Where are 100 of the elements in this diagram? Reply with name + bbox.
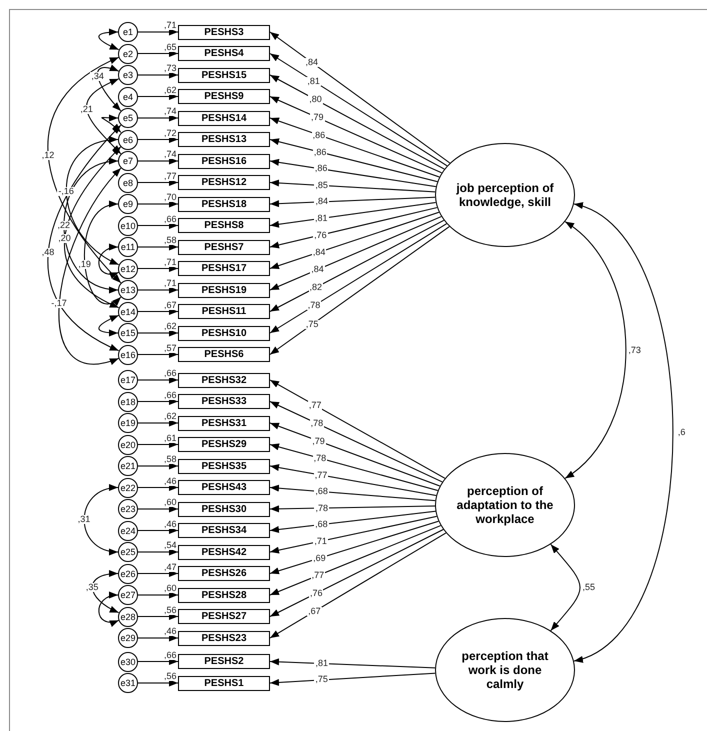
error-term-circle: e16: [118, 344, 138, 364]
value-label: ,60: [163, 498, 178, 507]
curved-arrow: [98, 314, 120, 336]
value-label: ,74: [163, 107, 178, 116]
arrow: [270, 520, 439, 574]
arrow: [138, 200, 178, 208]
curved-arrow: [98, 244, 120, 278]
value-label: ,46: [163, 520, 178, 528]
edge-label: ,78: [306, 301, 322, 310]
arrow: [270, 216, 442, 290]
curved-arrow: [48, 124, 122, 352]
error-term-circle: e5: [118, 108, 138, 128]
value-label: ,66: [163, 650, 178, 660]
edge-label: ,77: [308, 400, 322, 410]
error-term-circle: e28: [118, 606, 138, 626]
edge-label: ,84: [314, 197, 329, 206]
arrow: [270, 505, 436, 512]
arrow: [270, 464, 437, 496]
indicator-box: PESHS16: [178, 154, 270, 168]
arrow: [138, 462, 178, 470]
arrow: [270, 422, 440, 486]
error-term-circle: e31: [118, 673, 138, 693]
error-term-circle: e17: [118, 370, 138, 390]
arrow: [138, 222, 178, 229]
indicator-box: PESHS43: [178, 480, 270, 495]
error-term-circle: e10: [118, 216, 138, 236]
curved-arrow: [64, 158, 118, 292]
edge-label: ,12: [40, 151, 56, 160]
edge-label: ,81: [314, 214, 329, 223]
arrow: [270, 96, 442, 174]
error-term-circle: e3: [118, 65, 138, 85]
arrow: [138, 179, 178, 186]
arrow: [270, 532, 446, 638]
indicator-box: PESHS9: [178, 89, 270, 104]
edge-label: ,79: [310, 113, 325, 122]
arrow: [138, 570, 178, 577]
arrow: [138, 527, 178, 534]
edge-label: ,68: [314, 487, 329, 496]
indicator-box: PESHS2: [178, 654, 270, 669]
value-label: ,56: [163, 672, 178, 681]
indicator-box: PESHS12: [178, 175, 270, 190]
arrow: [138, 548, 178, 556]
edge-label: ,21: [79, 105, 94, 114]
error-term-circle: e1: [118, 22, 138, 42]
arrow: [138, 93, 178, 100]
edge-label: ,78: [314, 504, 329, 513]
error-term-circle: e24: [118, 520, 138, 540]
value-label: ,74: [163, 150, 178, 159]
edge-label: ,86: [314, 164, 328, 174]
curved-arrow: [101, 114, 122, 133]
indicator-box: PESHS11: [178, 304, 270, 319]
arrow: [270, 53, 448, 166]
edge-label: ,79: [311, 436, 326, 446]
edge-label: ,67: [307, 606, 322, 616]
error-term-circle: e8: [118, 172, 138, 192]
curved-arrow: [58, 168, 122, 364]
value-label: ,60: [163, 584, 178, 593]
edge-label: ,22: [56, 221, 72, 230]
arrow: [270, 672, 436, 686]
arrow: [270, 223, 448, 334]
curved-arrow: [98, 28, 120, 50]
edge-label: ,82: [308, 282, 324, 292]
indicator-box: PESHS1: [178, 676, 270, 690]
arrow: [138, 441, 178, 448]
arrow: [270, 32, 450, 164]
arrow: [270, 401, 443, 482]
arrow: [270, 226, 450, 355]
value-label: ,62: [163, 322, 178, 331]
edge-label: ,77: [314, 470, 328, 480]
error-term-circle: e29: [118, 628, 138, 648]
error-term-circle: e26: [118, 564, 138, 584]
edge-label: ,69: [312, 554, 327, 563]
value-label: ,57: [163, 344, 178, 352]
curved-arrow: [97, 64, 122, 112]
latent-variable-ellipse: perception that work is done calmly: [435, 618, 575, 722]
value-label: ,77: [163, 172, 178, 180]
indicator-box: PESHS27: [178, 609, 270, 624]
arrow: [270, 158, 436, 188]
arrow: [270, 529, 444, 617]
edge-label: ,75: [304, 320, 320, 329]
curved-arrow: [64, 146, 122, 308]
edge-label: ,55: [582, 583, 596, 592]
value-label: ,54: [163, 541, 178, 550]
error-term-circle: e15: [118, 323, 138, 343]
edge-label: -,16: [57, 187, 75, 196]
value-label: ,47: [163, 562, 178, 572]
indicator-box: PESHS29: [178, 437, 270, 452]
value-label: ,46: [163, 627, 178, 636]
indicator-box: PESHS4: [178, 46, 270, 61]
error-term-circle: e6: [118, 130, 138, 150]
indicator-box: PESHS31: [178, 416, 270, 430]
arrow: [138, 308, 178, 315]
edge-label: ,85: [314, 180, 329, 190]
value-label: ,66: [163, 390, 178, 400]
curved-arrow: [86, 78, 122, 154]
indicator-box: PESHS34: [178, 523, 270, 538]
curved-arrow: [92, 570, 120, 614]
arrow: [270, 484, 436, 502]
arrow: [138, 50, 178, 57]
value-label: ,67: [163, 300, 178, 310]
